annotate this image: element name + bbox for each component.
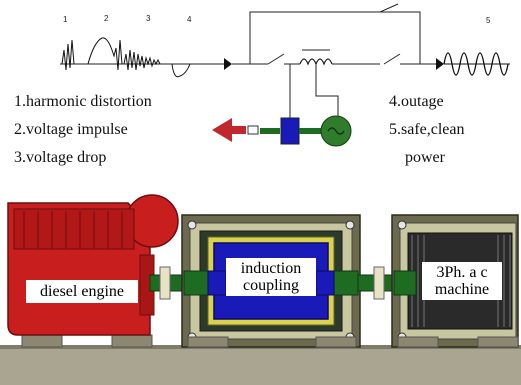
induction-coupling-label-line1: induction — [240, 260, 302, 277]
wave-number-5: 5 — [486, 16, 491, 25]
switch-2-icon — [383, 53, 401, 65]
coupling-shaft-stub-right — [333, 270, 359, 296]
coupling-foot — [315, 336, 357, 348]
ground-base — [0, 345, 521, 385]
engine-cylinder-head — [13, 208, 135, 250]
ac-machine-label-line1: 3Ph. a c — [436, 264, 488, 281]
switch-bypass-icon — [379, 3, 399, 13]
legend-safe-clean: 5.safe,clean — [389, 121, 465, 138]
engine-fins — [23, 211, 123, 249]
induction-coupling-label: induction coupling — [226, 258, 316, 296]
output-arrow-icon — [436, 58, 444, 70]
wave-number-3: 3 — [146, 14, 151, 23]
diesel-engine-label-text: diesel engine — [40, 283, 124, 300]
drop-line-2 — [315, 64, 339, 118]
coupling-blue-end-left — [207, 270, 227, 296]
switch-1-icon — [267, 53, 285, 65]
coupling-blue-end-right — [315, 270, 335, 296]
harmonic-distortion-wave — [61, 39, 75, 71]
mini-shaft-2 — [299, 128, 321, 134]
mini-coupler — [247, 125, 259, 135]
legend-harmonic-distortion: 1.harmonic distortion — [14, 93, 152, 110]
engine-arrow-icon — [212, 118, 246, 142]
voltage-drop-wave — [123, 49, 161, 71]
legend-voltage-drop: 3.voltage drop — [14, 149, 107, 166]
bypass-line — [232, 11, 421, 65]
ac-machine-foot — [477, 336, 519, 348]
power-quality-schematic — [60, 3, 510, 147]
input-arrow-icon — [224, 58, 232, 70]
shaft-coupler-1 — [159, 266, 171, 300]
ac-machine-foot — [397, 336, 439, 348]
ac-machine-label: 3Ph. a c machine — [422, 262, 502, 300]
coupling-foot — [187, 336, 229, 348]
wave-number-2: 2 — [104, 14, 109, 23]
voltage-impulse-wave — [87, 37, 123, 71]
mini-shaft — [260, 128, 280, 134]
legend-power: power — [405, 149, 445, 166]
induction-coupling-label-line2: coupling — [243, 277, 299, 294]
mini-coupling-box — [280, 117, 300, 145]
coupling-shaft-stub-left — [183, 270, 209, 296]
outage-wave — [171, 63, 191, 78]
legend-outage: 4.outage — [389, 93, 444, 110]
generator-sine-icon — [327, 127, 345, 135]
inductor-icon — [299, 58, 333, 66]
wave-number-1: 1 — [63, 15, 68, 24]
ac-machine-label-line2: machine — [434, 281, 490, 298]
wave-number-4: 4 — [187, 15, 192, 24]
shaft-coupler-2 — [373, 266, 385, 300]
engine-foot — [111, 334, 153, 348]
engine-foot — [21, 334, 63, 348]
legend-voltage-impulse: 2.voltage impulse — [14, 121, 128, 138]
ac-machine-shaft-stub — [393, 270, 417, 296]
diesel-engine-label: diesel engine — [26, 280, 138, 303]
